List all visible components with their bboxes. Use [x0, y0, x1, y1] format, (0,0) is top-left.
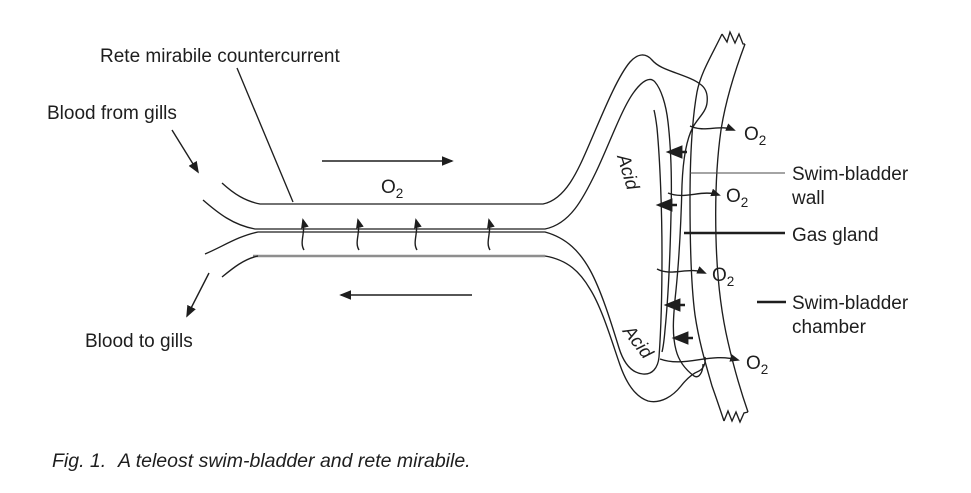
figure-caption-text: A teleost swim-bladder and rete mirabile… — [117, 450, 471, 472]
label-gas-gland: Gas gland — [792, 225, 879, 246]
acid-label-lower: Acid — [618, 320, 658, 363]
exchange-up-arrow — [487, 218, 495, 251]
label-swim-bladder-wall-2: wall — [791, 188, 825, 209]
o2-label-1: O2 — [744, 124, 766, 148]
swim-bladder-wall-left-line — [689, 33, 725, 422]
exchange-up-arrow — [301, 218, 309, 251]
swim-bladder-wall-right-line — [714, 43, 749, 413]
rete-outer-lower-flare — [221, 255, 259, 278]
exchange-up-arrow — [414, 218, 422, 251]
arrow-blood-to-gills — [186, 272, 210, 318]
o2-label-4: O2 — [746, 353, 768, 377]
rete-inner-upper-path — [202, 78, 673, 353]
o2-label-3: O2 — [712, 265, 734, 289]
leader-rete-countercurrent — [236, 67, 294, 203]
figure-caption-number: Fig. 1. — [52, 450, 106, 472]
o2-transfer-arrow — [689, 123, 736, 131]
label-blood-to-gills: Blood to gills — [85, 331, 193, 352]
rete-inner-lower-path — [204, 109, 663, 375]
label-swim-bladder-chamber: Swim-bladder — [792, 293, 909, 314]
label-rete-countercurrent: Rete mirabile countercurrent — [100, 46, 340, 67]
o2-label-2: O2 — [726, 186, 748, 210]
o2-label-rete: O2 — [381, 177, 403, 201]
rete-outer-lower-path — [544, 255, 706, 403]
wall-torn-edge-bottom — [723, 409, 749, 424]
o2-transfer-arrow — [659, 354, 740, 363]
exchange-up-arrow — [356, 218, 364, 251]
label-blood-from-gills: Blood from gills — [47, 103, 177, 124]
acid-label-upper: Acid — [613, 151, 644, 193]
wall-torn-edge-top — [721, 30, 745, 45]
arrow-blood-from-gills — [171, 129, 199, 174]
o2-transfer-arrow — [656, 266, 707, 274]
o2-transfer-arrow — [667, 188, 721, 197]
label-swim-bladder-wall: Swim-bladder — [792, 164, 909, 185]
label-swim-bladder-chamber-2: chamber — [792, 317, 867, 338]
